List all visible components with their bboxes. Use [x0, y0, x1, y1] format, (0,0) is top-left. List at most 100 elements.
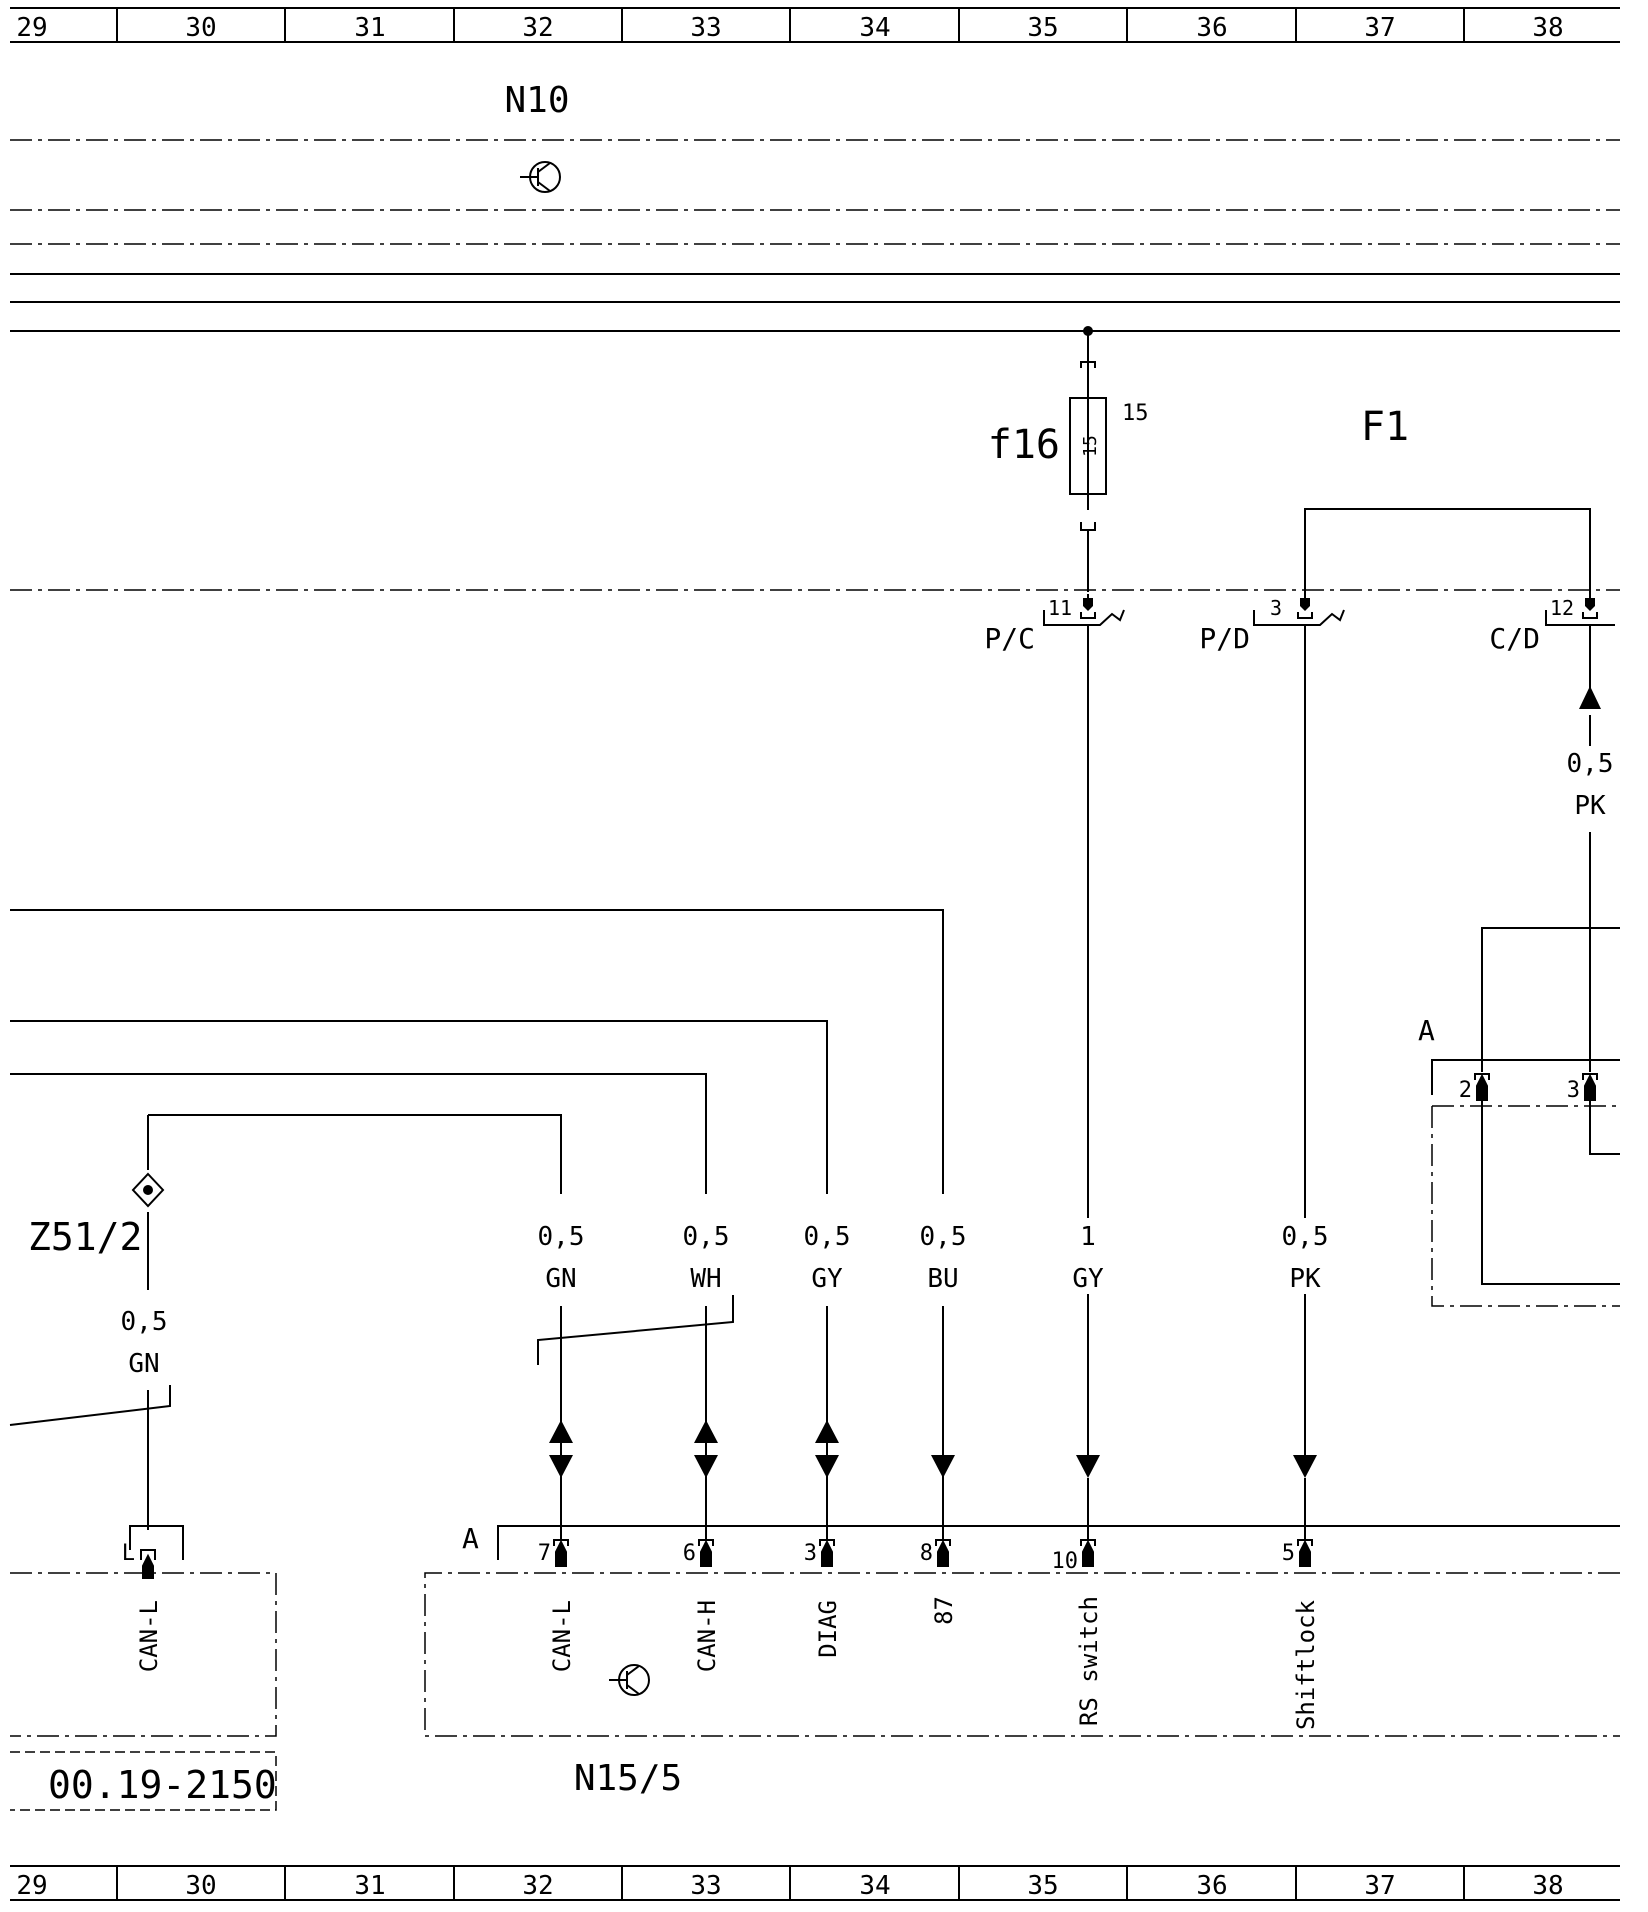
connector-pc-pin: 11 [1048, 596, 1072, 620]
module-n15-5-boundary [424, 1572, 1620, 1737]
column-label: 30 [185, 13, 216, 43]
column-label: 29 [16, 1871, 47, 1901]
wire-color-label: GY [1072, 1264, 1104, 1294]
pin-number: 3 [1567, 1078, 1580, 1103]
connector-pd-label: P/D [1199, 622, 1250, 655]
connector-top-pins [1083, 598, 1595, 611]
pin-number: 8 [920, 1541, 933, 1566]
column-label: 29 [16, 13, 47, 43]
connector-cd [1545, 610, 1615, 626]
arrow-down-icon [931, 1455, 955, 1478]
wire-size-label: 0,5 [920, 1222, 967, 1252]
arrow-down-icon [1076, 1455, 1100, 1478]
pin-function: CAN-L [548, 1600, 576, 1672]
pin-function: 87 [930, 1596, 958, 1625]
wire-color-label: PK [1574, 791, 1606, 821]
connector-pc-label: P/C [984, 622, 1035, 655]
wire-color-label: BU [927, 1264, 958, 1294]
module-right-boundary [1431, 1105, 1620, 1307]
column-label: 34 [859, 13, 890, 43]
wire-labels-bottom: 0,5 GN 0,5 WH 0,5 GY 0,5 BU 1 GY 0,5 PK [538, 1222, 1329, 1294]
wire-color-label: GN [128, 1349, 159, 1379]
connector-pd-pin: 3 [1270, 596, 1282, 620]
wire-color-label: WH [690, 1264, 721, 1294]
connector-cd-label: C/D [1489, 622, 1540, 655]
pin-function: CAN-L [135, 1600, 163, 1672]
column-labels-bottom: 29 30 31 32 33 34 35 36 37 38 [16, 1871, 1563, 1901]
column-label: 36 [1196, 1871, 1227, 1901]
module-left-boundary [10, 1572, 277, 1737]
column-label: 33 [690, 1871, 721, 1901]
wire-size-label: 0,5 [683, 1222, 730, 1252]
fuse-label: f16 [988, 422, 1060, 468]
bidirectional-arrow-icon [815, 1420, 839, 1478]
splice-icon [131, 1172, 165, 1208]
signal-arrows [549, 1420, 1317, 1478]
reference-box [10, 1751, 277, 1811]
wires-down-lower [942, 1478, 1306, 1540]
pin-number: 6 [683, 1541, 696, 1566]
wire-size-label: 0,5 [804, 1222, 851, 1252]
transistor-icon [520, 161, 561, 193]
wire-size-label: 0,5 [121, 1307, 168, 1337]
wire-size-label: 1 [1080, 1222, 1096, 1252]
pin-function: CAN-H [693, 1600, 721, 1672]
fuse-pin: 15 [1122, 401, 1149, 426]
wire-color-label: PK [1289, 1264, 1321, 1294]
connector-cd-pin: 12 [1550, 596, 1574, 620]
pin-function: RS switch [1075, 1596, 1103, 1726]
module-n10-label: N10 [504, 80, 569, 121]
pin-number: L [122, 1541, 135, 1566]
reference-number: 00.19-2150 [48, 1763, 277, 1807]
fuse-f16 [1069, 331, 1107, 592]
twisted-pair-marker [9, 1295, 734, 1530]
column-label: 32 [522, 13, 553, 43]
wire-color-label: GY [811, 1264, 843, 1294]
arrow-up-icon [1579, 686, 1601, 709]
pin-numbers: L 7 6 3 8 10 5 [122, 1541, 1295, 1574]
connector-a-right [1431, 927, 1620, 1285]
wire-size-label: 0,5 [1282, 1222, 1329, 1252]
wires-vertical [1087, 625, 1591, 1460]
column-grid-top [10, 7, 1620, 43]
bidirectional-arrow-icon [694, 1420, 718, 1478]
splice-label: Z51/2 [28, 1215, 142, 1259]
connector-a-label: A [462, 1522, 479, 1555]
connector-pd [1253, 609, 1345, 626]
pin-number: 10 [1052, 1549, 1079, 1574]
module-n10-boundary [10, 139, 1620, 245]
wire-color-label: GN [545, 1264, 576, 1294]
column-label: 31 [354, 13, 385, 43]
column-label: 37 [1364, 13, 1395, 43]
module-n15-5-label: N15/5 [574, 1758, 682, 1799]
column-label: 36 [1196, 13, 1227, 43]
connector-a-right-label: A [1418, 1014, 1435, 1047]
column-label: 32 [522, 1871, 553, 1901]
bidirectional-arrow-icon [549, 1420, 573, 1478]
arrow-down-icon [1293, 1455, 1317, 1478]
column-label: 37 [1364, 1871, 1395, 1901]
column-grid-bottom [10, 1865, 1620, 1901]
pin-number: 3 [804, 1541, 817, 1566]
column-label: 33 [690, 13, 721, 43]
pin-function: DIAG [814, 1600, 842, 1658]
transistor-icon [609, 1664, 650, 1696]
fusebox-link [1304, 508, 1591, 598]
pin-sockets [140, 1539, 1313, 1579]
pin-number: 2 [1459, 1078, 1472, 1103]
wire-size-label: 0,5 [538, 1222, 585, 1252]
column-label: 30 [185, 1871, 216, 1901]
pin-number: 7 [538, 1541, 551, 1566]
pin-function-labels: CAN-L CAN-L CAN-H DIAG 87 RS switch Shif… [135, 1596, 1320, 1730]
column-label: 38 [1532, 1871, 1563, 1901]
pin-number: 5 [1282, 1541, 1295, 1566]
column-label: 35 [1027, 13, 1058, 43]
connector-a-bottom [129, 1525, 1620, 1560]
column-label: 38 [1532, 13, 1563, 43]
pin-function: Shiftlock [1292, 1599, 1320, 1730]
wires-down [560, 1306, 944, 1540]
wire-size-label: 0,5 [1567, 749, 1614, 779]
wires-horizontal [10, 909, 944, 1290]
fusebox-label: F1 [1361, 404, 1409, 450]
